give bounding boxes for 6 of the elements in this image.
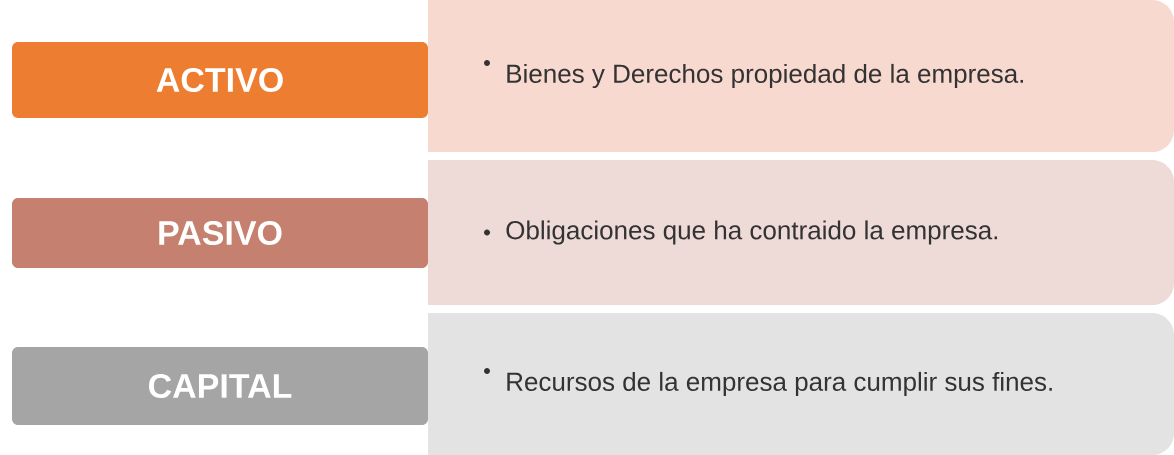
- term-box: PASIVO: [12, 198, 428, 268]
- term-box: ACTIVO: [12, 42, 428, 118]
- description-panel: Obligaciones que ha contraido la empresa.: [428, 160, 1174, 305]
- description-panel: Recursos de la empresa para cumplir sus fines.: [428, 313, 1174, 455]
- description-panel: Bienes y Derechos propiedad de la empresa.: [428, 0, 1174, 152]
- term-box: CAPITAL: [12, 347, 428, 425]
